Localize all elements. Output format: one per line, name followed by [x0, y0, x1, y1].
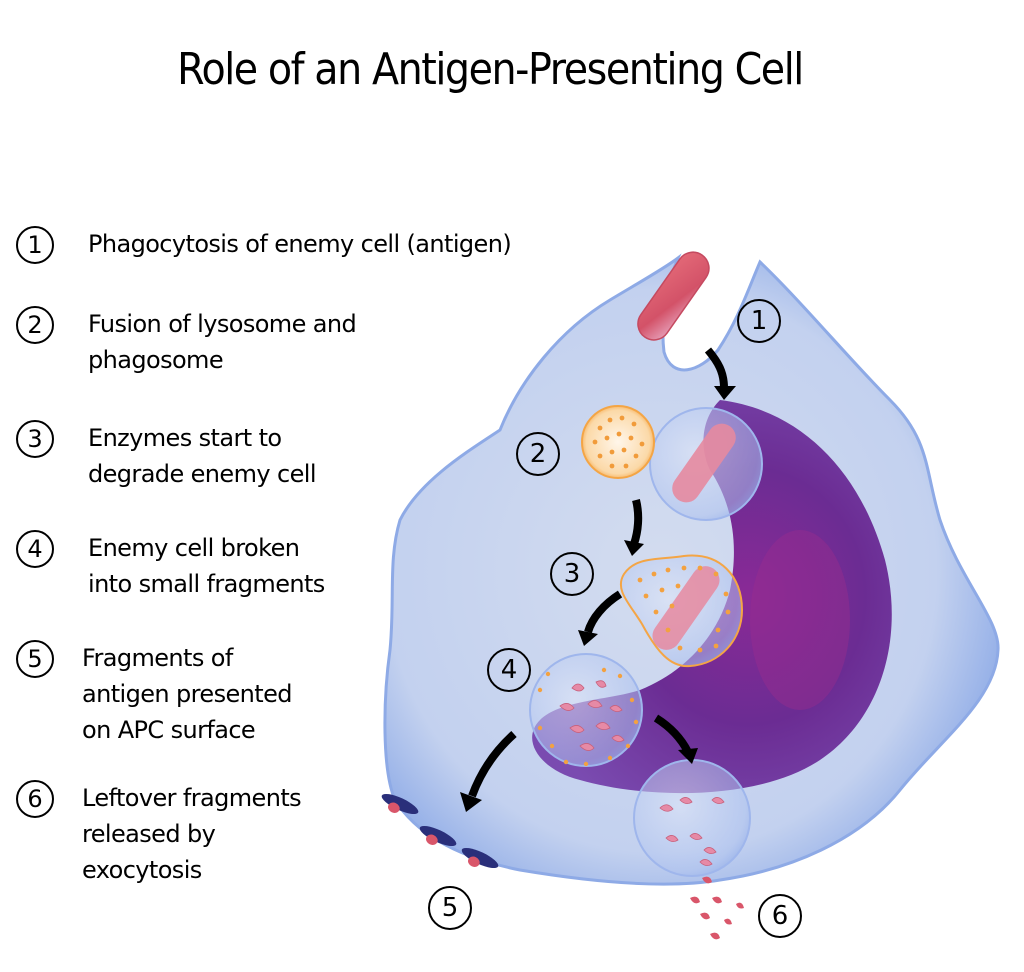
step-number-badge: 1 — [16, 226, 54, 264]
antigen-cell — [637, 251, 710, 341]
diagram-marker-6: 6 — [758, 894, 802, 938]
step-number-badge: 5 — [428, 886, 472, 930]
mhc-receptor — [419, 825, 457, 847]
phagolysosome-enzymes — [637, 565, 731, 653]
arrow-heads — [460, 386, 736, 812]
diagram-marker-2: 2 — [516, 432, 560, 476]
nucleus-highlight — [750, 530, 850, 710]
legend-text: Enzymes start to degrade enemy cell — [88, 424, 316, 488]
step-number-badge: 3 — [16, 420, 54, 458]
step-number-badge: 4 — [16, 530, 54, 568]
legend-item-3: 3 Enzymes start to degrade enemy cell — [16, 420, 316, 492]
legend-item-4: 4 Enemy cell broken into small fragments — [16, 530, 325, 602]
page-title: Role of an Antigen-Presenting Cell — [177, 44, 804, 95]
arrow-4-to-5 — [468, 731, 517, 798]
diagram-marker-4: 4 — [487, 648, 531, 692]
legend-text: Phagocytosis of enemy cell (antigen) — [88, 230, 512, 258]
arrow-4-to-6 — [653, 714, 692, 754]
legend-item-2: 2 Fusion of lysosome and phagosome — [16, 306, 357, 378]
legend-text: Fragments of antigen presented on APC su… — [82, 644, 292, 744]
step-number-badge: 6 — [16, 780, 54, 818]
diagram-marker-5: 5 — [428, 886, 472, 930]
legend-text: Enemy cell broken into small fragments — [88, 534, 325, 598]
step-number-badge: 3 — [550, 552, 594, 596]
legend-text: Leftover fragments released by exocytosi… — [82, 784, 302, 884]
arrow-3-to-4 — [584, 590, 623, 634]
step-number-badge: 4 — [487, 648, 531, 692]
antigen-fragments — [559, 680, 625, 751]
legend-item-5: 5 Fragments of antigen presented on APC … — [16, 640, 292, 748]
step-number-badge: 5 — [16, 640, 54, 678]
arrow-2-to-3 — [630, 499, 643, 546]
lysosome-enzymes — [592, 415, 645, 469]
leftover-fragments — [659, 797, 725, 866]
vesicle-enzymes — [537, 667, 639, 767]
diagram-marker-1: 1 — [737, 299, 781, 343]
mhc-antigen-complexes — [381, 793, 499, 869]
legend-item-1: 1 Phagocytosis of enemy cell (antigen) — [16, 226, 512, 264]
step-number-badge: 2 — [516, 432, 560, 476]
step-number-badge: 6 — [758, 894, 802, 938]
engulfed-antigen — [672, 423, 736, 503]
legend-text: Fusion of lysosome and phagosome — [88, 310, 357, 374]
mhc-receptor — [381, 793, 419, 815]
legend-item-6: 6 Leftover fragments released by exocyto… — [16, 780, 302, 888]
step-number-badge: 2 — [16, 306, 54, 344]
step-number-badge: 1 — [737, 299, 781, 343]
exocytosis-vesicle — [633, 759, 751, 877]
released-fragments — [690, 876, 744, 940]
diagram-marker-3: 3 — [550, 552, 594, 596]
mhc-receptor — [461, 847, 499, 869]
arrow-1-to-phagosome — [704, 347, 728, 389]
process-arrows — [468, 347, 728, 798]
